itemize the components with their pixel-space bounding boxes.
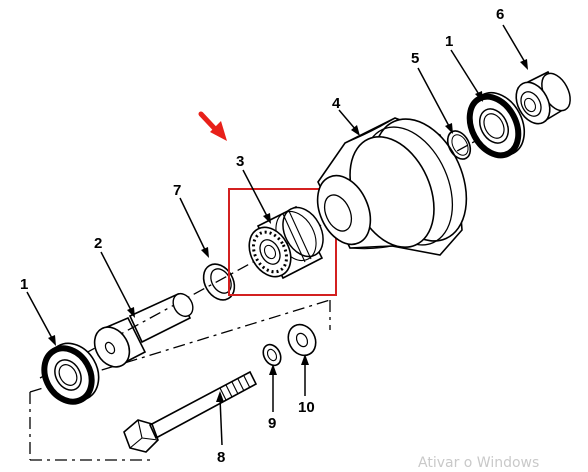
callout-8: 8 xyxy=(217,449,225,466)
callout-5: 5 xyxy=(411,50,419,67)
highlight-box xyxy=(228,188,337,296)
callout-2: 2 xyxy=(94,235,102,252)
spacer-sleeve xyxy=(93,292,194,368)
highlight-arrow xyxy=(198,111,227,141)
callout-1-left: 1 xyxy=(20,276,28,293)
callout-6: 6 xyxy=(496,6,504,23)
bolt xyxy=(123,370,258,453)
callout-7: 7 xyxy=(173,182,181,199)
pulley-wheel xyxy=(316,117,468,256)
bolt-thread xyxy=(219,375,251,401)
callout-10: 10 xyxy=(298,399,315,416)
flat-washer xyxy=(287,323,317,357)
leader-arrows xyxy=(26,24,528,446)
callout-4: 4 xyxy=(332,95,341,112)
seal-right xyxy=(466,91,526,159)
callout-9: 9 xyxy=(268,415,276,432)
retaining-ring xyxy=(202,263,236,301)
center-axis xyxy=(39,94,561,379)
seal-left xyxy=(41,342,100,405)
callout-1-right: 1 xyxy=(445,33,453,50)
callout-3: 3 xyxy=(236,153,244,170)
bearing xyxy=(248,205,324,280)
lock-washer xyxy=(262,343,282,367)
end-cap xyxy=(515,70,571,125)
windows-activation-watermark: Ativar o Windows xyxy=(418,455,540,471)
